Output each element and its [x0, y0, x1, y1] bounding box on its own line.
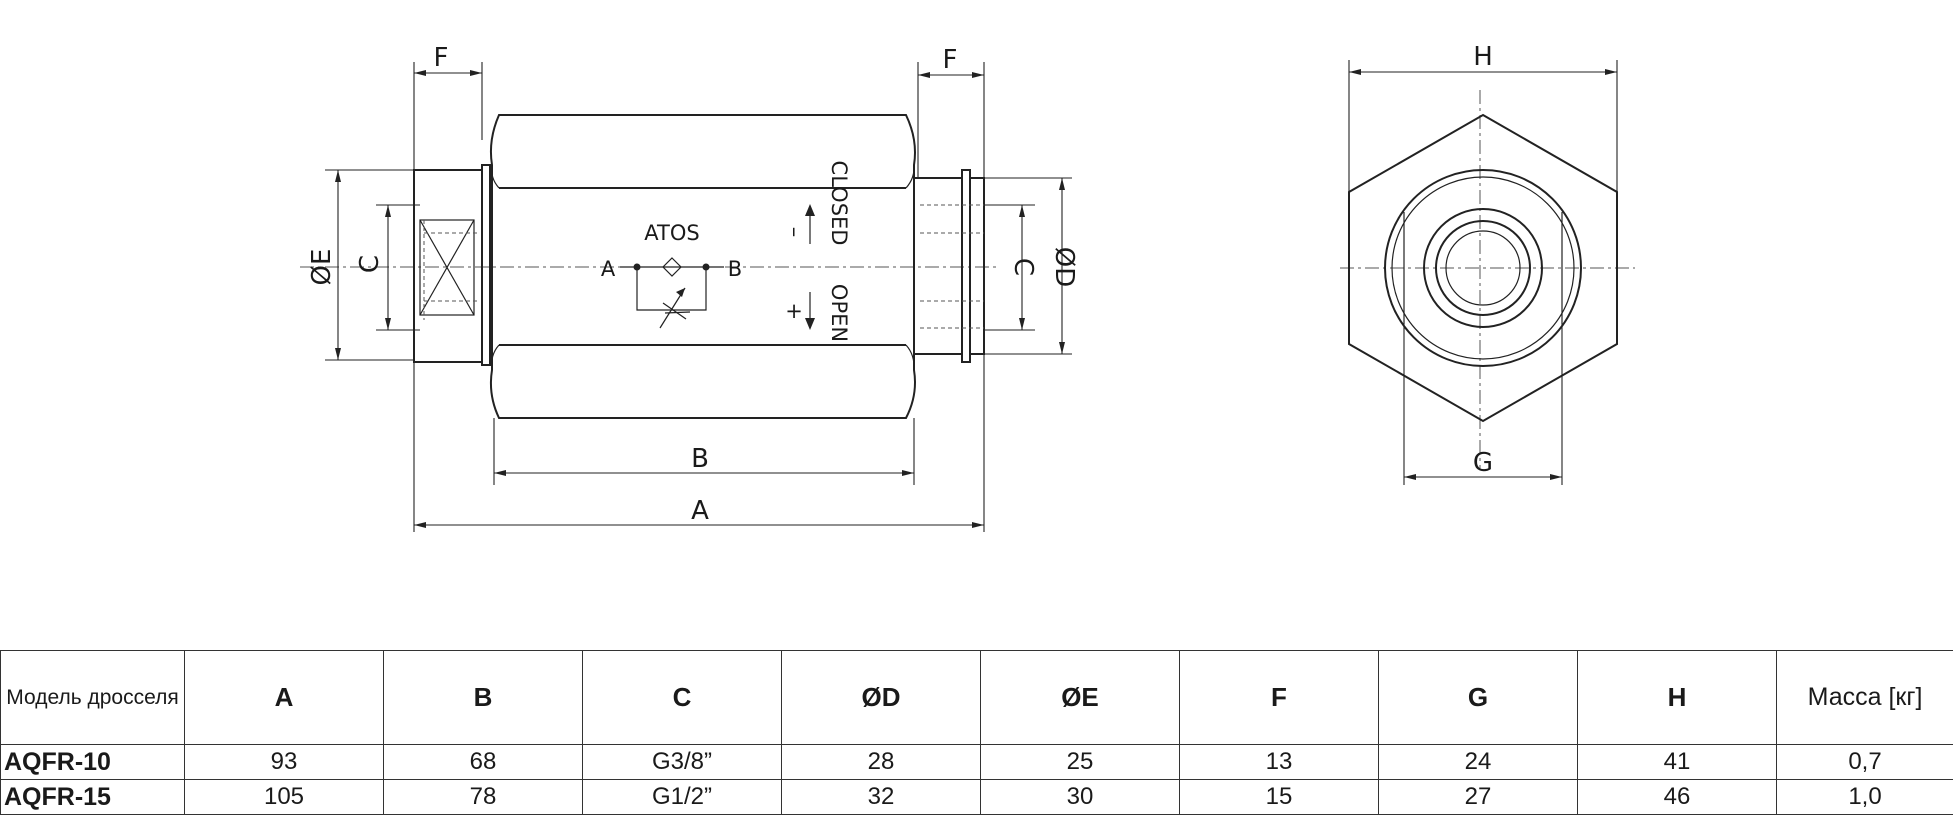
header-model: Модель дросселя [0, 650, 185, 745]
dim-label-b: B [691, 444, 709, 474]
dim-label-od: ØD [1049, 247, 1079, 288]
cell-g: 27 [1378, 779, 1578, 815]
header-g: G [1378, 650, 1578, 745]
symbol-port-a: A [601, 257, 616, 281]
cell-model: AQFR-15 [0, 779, 185, 815]
cell-mass: 0,7 [1776, 744, 1953, 780]
header-b: B [383, 650, 583, 745]
cell-model: AQFR-10 [0, 744, 185, 780]
header-c: C [582, 650, 782, 745]
symbol-port-b: B [728, 257, 742, 281]
plus-sign: + [785, 299, 803, 323]
cell-f: 13 [1179, 744, 1379, 780]
table-row: AQFR-10 93 68 G3/8” 28 25 13 24 41 0,7 [0, 744, 1953, 780]
header-f: F [1179, 650, 1379, 745]
table-header-row: Модель дросселя A B C ØD ØE F G H Масса … [0, 650, 1953, 745]
cell-oe: 25 [980, 744, 1180, 780]
cell-oe: 30 [980, 779, 1180, 815]
cell-h: 41 [1577, 744, 1777, 780]
open-label: OPEN [827, 284, 851, 342]
dimensions-table: Модель дросселя A B C ØD ØE F G H Масса … [0, 650, 1953, 815]
cell-c: G3/8” [582, 744, 782, 780]
dim-label-g: G [1473, 448, 1493, 478]
dim-label-h: H [1473, 42, 1493, 72]
cell-od: 28 [781, 744, 981, 780]
cell-b: 68 [383, 744, 583, 780]
cell-od: 32 [781, 779, 981, 815]
side-view: ATOS A B CLOSED OPEN – + F F [300, 43, 1079, 532]
header-a: A [184, 650, 384, 745]
header-oe: ØE [980, 650, 1180, 745]
header-od: ØD [781, 650, 981, 745]
dim-label-f-right: F [943, 45, 958, 75]
symbol-brand: ATOS [644, 221, 699, 245]
cell-a: 105 [184, 779, 384, 815]
cell-g: 24 [1378, 744, 1578, 780]
cell-c: G1/2” [582, 779, 782, 815]
closed-label: CLOSED [827, 161, 851, 246]
cell-mass: 1,0 [1776, 779, 1953, 815]
table-row: AQFR-15 105 78 G1/2” 32 30 15 27 46 1,0 [0, 779, 1953, 815]
dim-label-f-left: F [434, 43, 449, 73]
dim-label-oe: ØE [307, 249, 337, 286]
cell-f: 15 [1179, 779, 1379, 815]
dim-label-c-left: C [355, 255, 385, 273]
minus-sign: – [783, 227, 807, 238]
cell-a: 93 [184, 744, 384, 780]
dim-label-c-right: C [1008, 258, 1038, 276]
technical-drawing: ATOS A B CLOSED OPEN – + F F [300, 42, 1635, 532]
cell-h: 46 [1577, 779, 1777, 815]
cell-b: 78 [383, 779, 583, 815]
dim-label-a: A [691, 496, 709, 526]
header-mass: Масса [кг] [1776, 650, 1953, 745]
end-view: H G [1340, 42, 1635, 485]
header-h: H [1577, 650, 1777, 745]
